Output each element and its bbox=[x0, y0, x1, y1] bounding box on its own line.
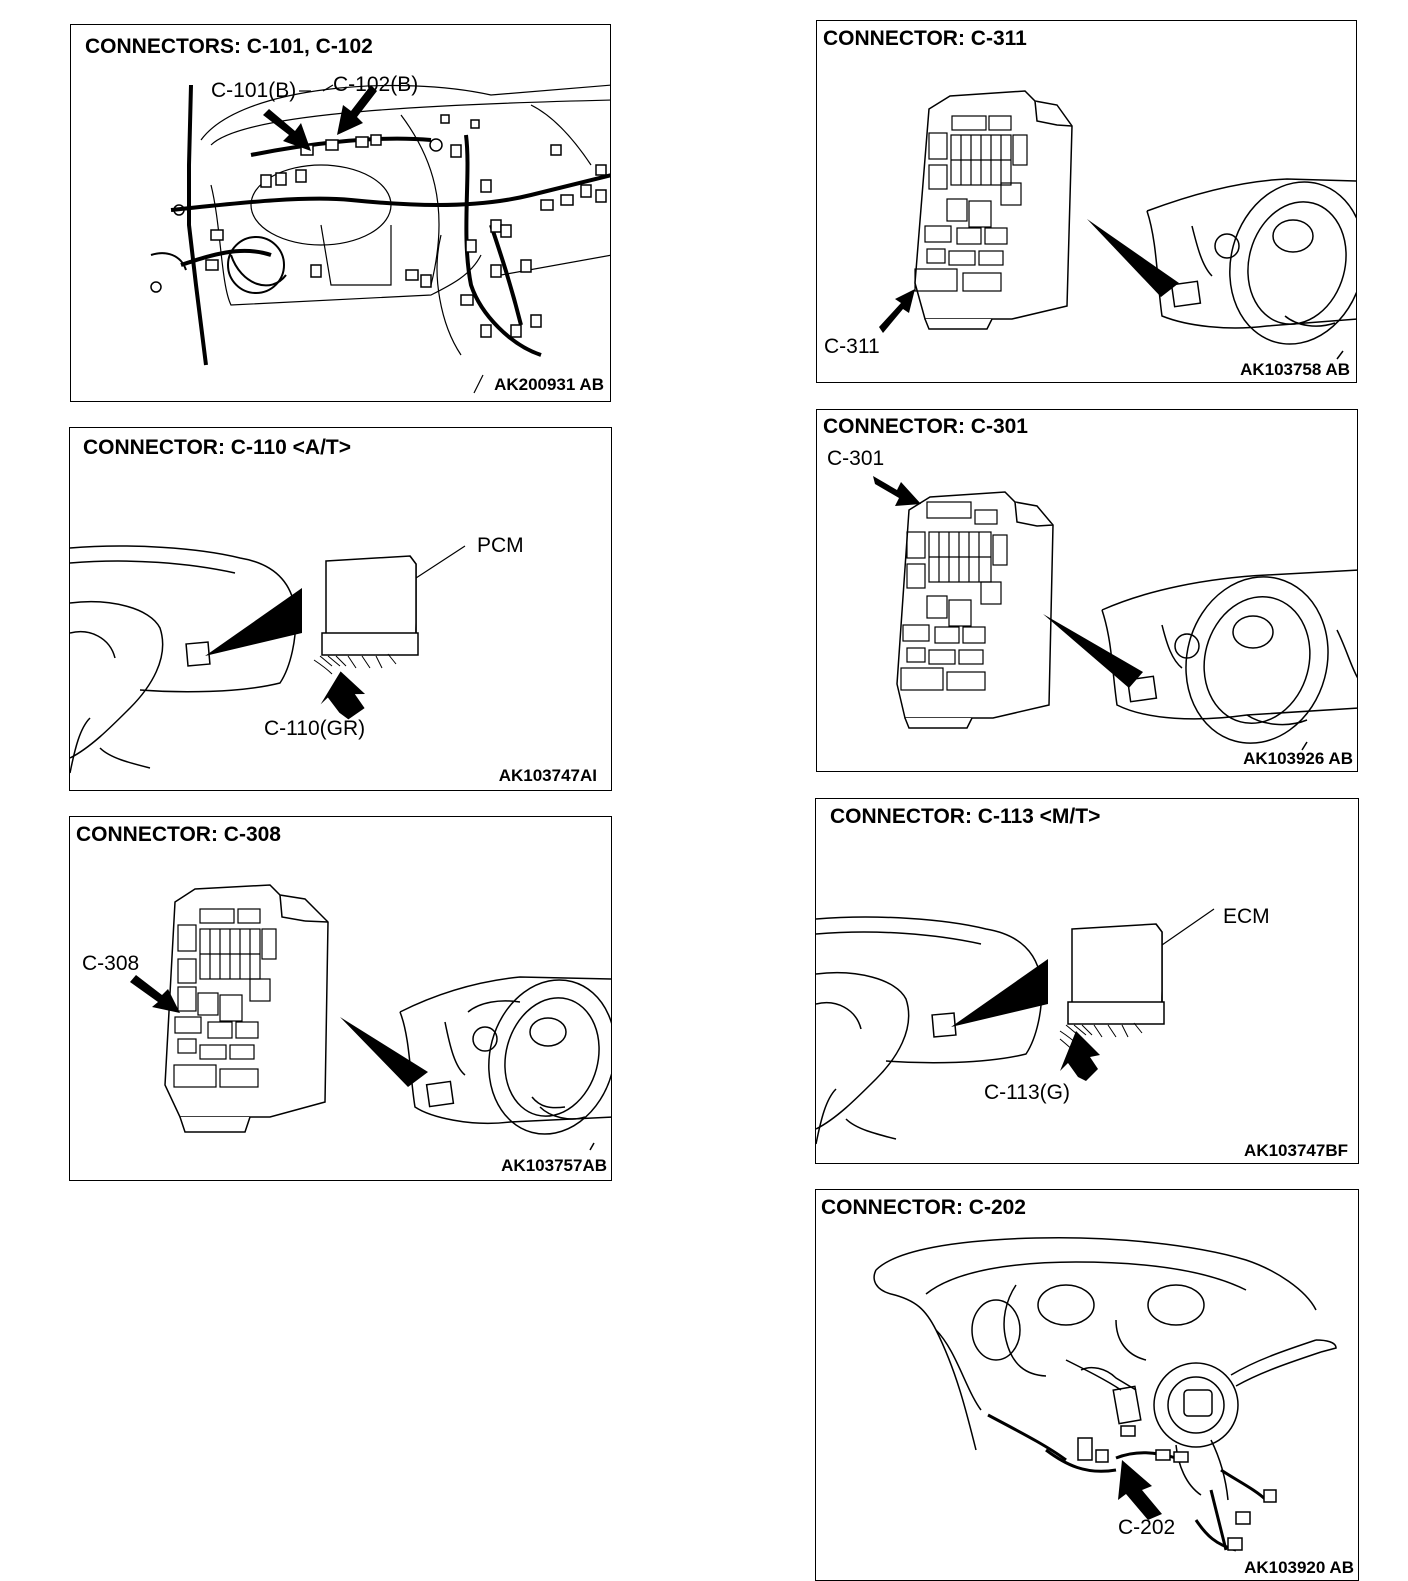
wiring-harness-illustration bbox=[150, 84, 610, 394]
pointer-wedge-icon bbox=[1087, 219, 1179, 297]
pointer-wedge-icon bbox=[951, 959, 1048, 1027]
arrow-c311-icon bbox=[879, 289, 915, 333]
callout-c311: C-311 bbox=[824, 335, 880, 358]
arrow-c301-icon bbox=[873, 476, 921, 506]
arrow-c102-icon bbox=[337, 85, 377, 135]
figure-code: AK103747BF bbox=[1244, 1141, 1348, 1160]
panel-title: CONNECTOR: C-202 bbox=[821, 1196, 1026, 1219]
pointer-wedge-icon bbox=[205, 588, 302, 656]
panel-c110: CONNECTOR: C-110 <A/T> PCM C-110(GR) AK1… bbox=[69, 427, 612, 791]
panel-title: CONNECTOR: C-311 bbox=[823, 27, 1027, 50]
junction-block-illustration bbox=[873, 476, 1357, 751]
panel-title: CONNECTORS: C-101, C-102 bbox=[85, 35, 373, 58]
arrow-c110-icon bbox=[320, 671, 366, 720]
junction-block-illustration bbox=[879, 90, 1356, 360]
figure-code: AK103747AI bbox=[498, 766, 597, 785]
panel-c202: CONNECTOR: C-202 C-202 AK103920 AB bbox=[815, 1189, 1359, 1581]
callout-c202: C-202 bbox=[1118, 1516, 1176, 1539]
figure-code: AK103920 AB bbox=[1244, 1558, 1354, 1577]
panel-c101-c102: CONNECTORS: C-101, C-102 C-101(B) C-102(… bbox=[70, 24, 611, 402]
pointer-wedge-icon bbox=[1043, 614, 1143, 688]
panel-title: CONNECTOR: C-301 bbox=[823, 415, 1028, 438]
figure-code: AK103926 AB bbox=[1243, 749, 1353, 768]
callout-c101: C-101(B) bbox=[211, 79, 297, 102]
ecm-location-illustration bbox=[816, 908, 1215, 1145]
arrow-c113-icon bbox=[1060, 1031, 1100, 1081]
callout-c110: C-110(GR) bbox=[264, 717, 366, 740]
junction-block-illustration bbox=[130, 884, 611, 1151]
pointer-wedge-icon bbox=[340, 1017, 428, 1087]
callout-c301: C-301 bbox=[827, 447, 885, 470]
figure-code: AK200931 AB bbox=[494, 375, 604, 394]
arrow-c202-icon bbox=[1118, 1460, 1162, 1520]
steering-column-illustration bbox=[873, 1236, 1337, 1552]
figure-code: AK103758 AB bbox=[1240, 360, 1350, 379]
panel-c311: CONNECTOR: C-311 C-311 AK103758 AB bbox=[816, 20, 1357, 383]
pcm-location-illustration bbox=[70, 545, 466, 774]
callout-c308: C-308 bbox=[82, 952, 140, 975]
panel-title: CONNECTOR: C-113 <M/T> bbox=[830, 805, 1101, 828]
callout-c102: C-102(B) bbox=[333, 73, 419, 96]
panel-c113: CONNECTOR: C-113 <M/T> ECM C-113(G) AK10… bbox=[815, 798, 1359, 1164]
panel-c301: CONNECTOR: C-301 C-301 AK103926 AB bbox=[816, 409, 1358, 772]
callout-ecm: ECM bbox=[1223, 905, 1270, 928]
arrow-c308-icon bbox=[130, 975, 180, 1013]
callout-pcm: PCM bbox=[477, 534, 524, 557]
panel-title: CONNECTOR: C-110 <A/T> bbox=[83, 436, 352, 459]
panel-title: CONNECTOR: C-308 bbox=[76, 823, 281, 846]
callout-c113: C-113(G) bbox=[984, 1081, 1070, 1104]
arrow-c101-icon bbox=[263, 109, 311, 151]
panel-c308: CONNECTOR: C-308 C-308 AK103757AB bbox=[69, 816, 612, 1181]
figure-code: AK103757AB bbox=[501, 1156, 607, 1175]
